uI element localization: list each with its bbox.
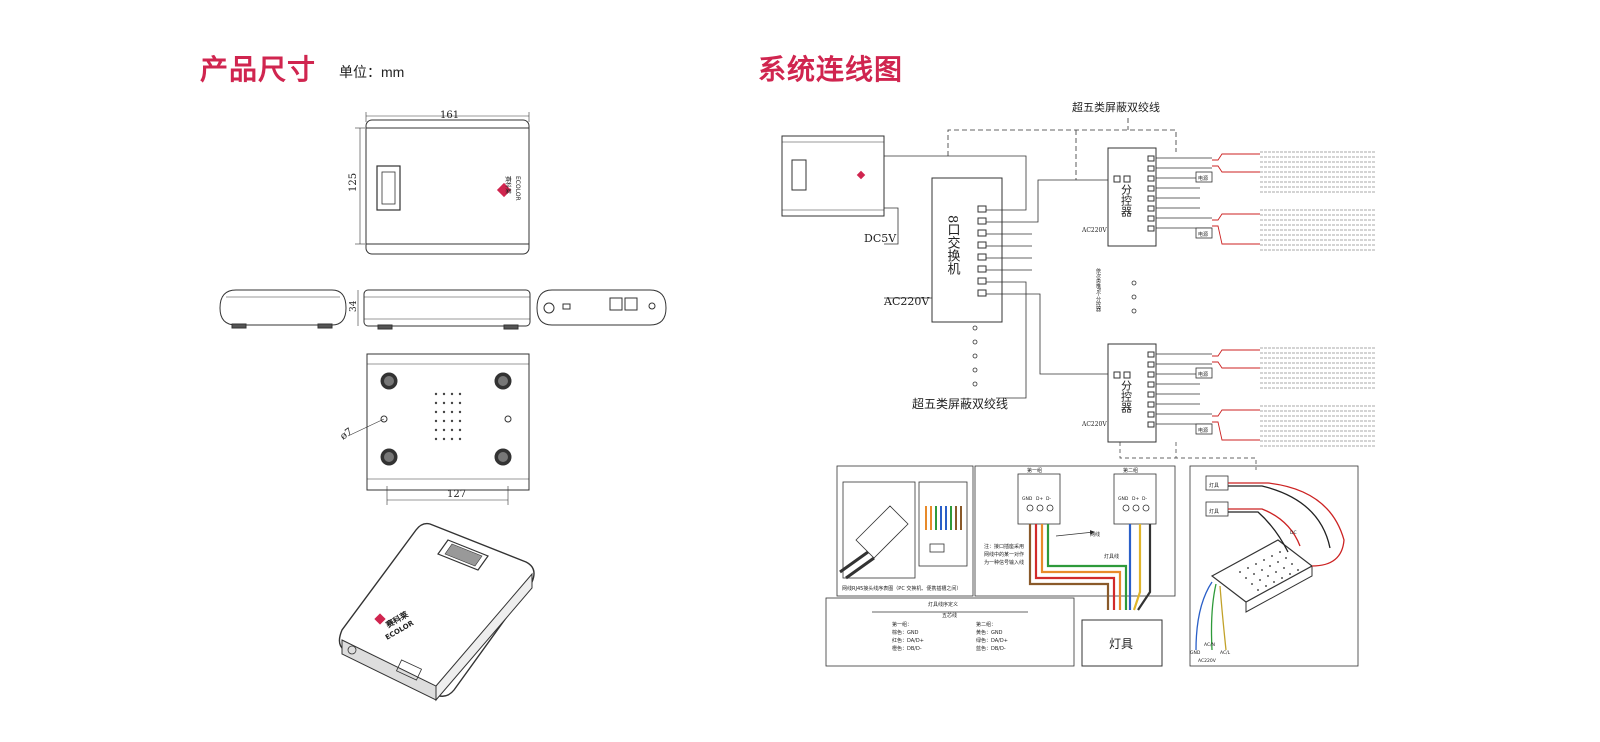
group1-label: 第一组 (1027, 467, 1042, 474)
psu-label-2: 电源 (1198, 231, 1208, 238)
dim-thickness: 34 (349, 300, 359, 312)
side-view-left (219, 289, 347, 329)
lamp-cables (1028, 524, 1152, 611)
psu-lamp-2: 灯具 (1209, 508, 1219, 515)
color-def-panel (825, 597, 1075, 667)
controller-box (781, 135, 885, 217)
controller-logo (856, 170, 866, 180)
unit-label: 单位：mm (339, 64, 405, 80)
cable-top-dashed (947, 118, 1177, 180)
bottom-view (347, 353, 530, 505)
brand-cn-top: 赛科莱 (504, 176, 512, 194)
note-line-2: 网线中的某一对作 (984, 551, 1024, 558)
wiring-title: 系统连线图 (758, 48, 903, 88)
splitter-outputs (1119, 157, 1257, 470)
pin-dm-2: D- (1142, 496, 1147, 502)
pin-dp-2: D+ (1132, 496, 1139, 502)
splitter-1-label: 分控器 (1120, 184, 1133, 218)
dim-hole: ø7 (338, 426, 354, 442)
psu-dc-label: DC (1290, 530, 1297, 536)
lamp-line-label: 灯具线 (1104, 553, 1119, 560)
brand-en-top: ECOLOR (514, 176, 521, 201)
pin-gnd-1: GND (1022, 496, 1033, 502)
splitter-1 (1107, 147, 1157, 247)
switch-box (931, 177, 1003, 323)
connector-panel (974, 465, 1176, 597)
rj45-colors (925, 506, 962, 530)
note-line-3: 为一种信号输入线 (984, 559, 1024, 566)
side-view-front (357, 289, 531, 330)
continuation-dots (972, 280, 1137, 387)
pin-dp-1: D+ (1036, 496, 1043, 502)
psu-grille (1239, 551, 1299, 591)
psu-label-4: 电源 (1198, 427, 1208, 434)
side-view-ports (536, 289, 667, 326)
psu-gnd: GND (1190, 650, 1201, 656)
rj45-panel (836, 465, 974, 597)
color-def-title: 灯具线序定义 (928, 601, 958, 608)
cable-bottom-label: 超五类屏蔽双绞线 (912, 396, 1008, 411)
red-connectors (1212, 153, 1260, 441)
pin-dm-1: D- (1046, 496, 1051, 502)
dim-mount: 127 (447, 489, 466, 500)
cable-top-label: 超五类屏蔽双绞线 (1072, 100, 1160, 114)
splitter-2 (1107, 343, 1157, 443)
rj45-caption: 网线RJ45接头线序表图（PC 交换机、便携插槽之间） (842, 585, 961, 592)
color-def-g2-0: 黄色：GND (976, 629, 1003, 636)
psu-lamp-1: 灯具 (1209, 482, 1219, 489)
switch-label: 8口交换机 (945, 215, 961, 277)
psu-label-1: 电源 (1198, 175, 1208, 182)
net-line-label: 网线 (1090, 531, 1100, 538)
psu-acl: AC/L (1220, 650, 1231, 656)
dc5v-label: DC5V (864, 232, 897, 245)
psu-boxes (1195, 171, 1213, 435)
color-def-g2-title: 第二组： (976, 621, 996, 628)
dimensions-title: 产品尺寸 (200, 48, 316, 88)
note-line-1: 注：接口插座采用 (984, 543, 1024, 550)
lamp-box (1081, 619, 1163, 667)
psu-wires (1195, 482, 1345, 651)
psu-label-3: 电源 (1198, 371, 1208, 378)
pin-gnd-2: GND (1118, 496, 1129, 502)
dimensions-title-text: 产品尺寸 (200, 53, 317, 86)
color-def-g1-1: 红色：DA/D+ (892, 637, 924, 644)
splitter-1-ac: AC220V (1081, 227, 1107, 234)
splitter-2-ac: AC220V (1081, 421, 1107, 428)
vent-holes (434, 392, 462, 441)
psu-panel (1189, 465, 1359, 667)
dim-height: 125 (348, 173, 359, 192)
brand-logo-3d: 赛科莱 ECOLOR (374, 609, 416, 642)
group2-label: 第二组 (1123, 467, 1138, 474)
psu-ac: AC220V (1198, 658, 1217, 664)
ac220v-label: AC220V (883, 295, 930, 308)
dim-width: 161 (440, 110, 459, 121)
wiring-title-text: 系统连线图 (758, 53, 904, 86)
perspective-view (338, 522, 535, 702)
color-def-g1-title: 第一组： (892, 621, 912, 628)
color-def-g2-1: 绿色：DA/D+ (976, 637, 1008, 644)
led-strips (1260, 151, 1376, 447)
note-vertical: 依次类推N个分控器 (1095, 267, 1101, 313)
color-def-g1-0: 棕色：GND (892, 629, 919, 636)
psu-acn: AC/N (1204, 642, 1215, 648)
wires-main (884, 155, 1108, 399)
lamp-label: 灯具 (1109, 637, 1133, 651)
color-def-sub: 五芯线 (942, 612, 957, 619)
splitter-2-label: 分控器 (1120, 380, 1133, 414)
color-def-g2-2: 蓝色：DB/D- (976, 645, 1006, 652)
top-view (355, 112, 530, 255)
brand-logo-top: 赛科莱 ECOLOR (496, 176, 521, 201)
color-def-g1-2: 橙色：DB/D- (892, 645, 922, 652)
